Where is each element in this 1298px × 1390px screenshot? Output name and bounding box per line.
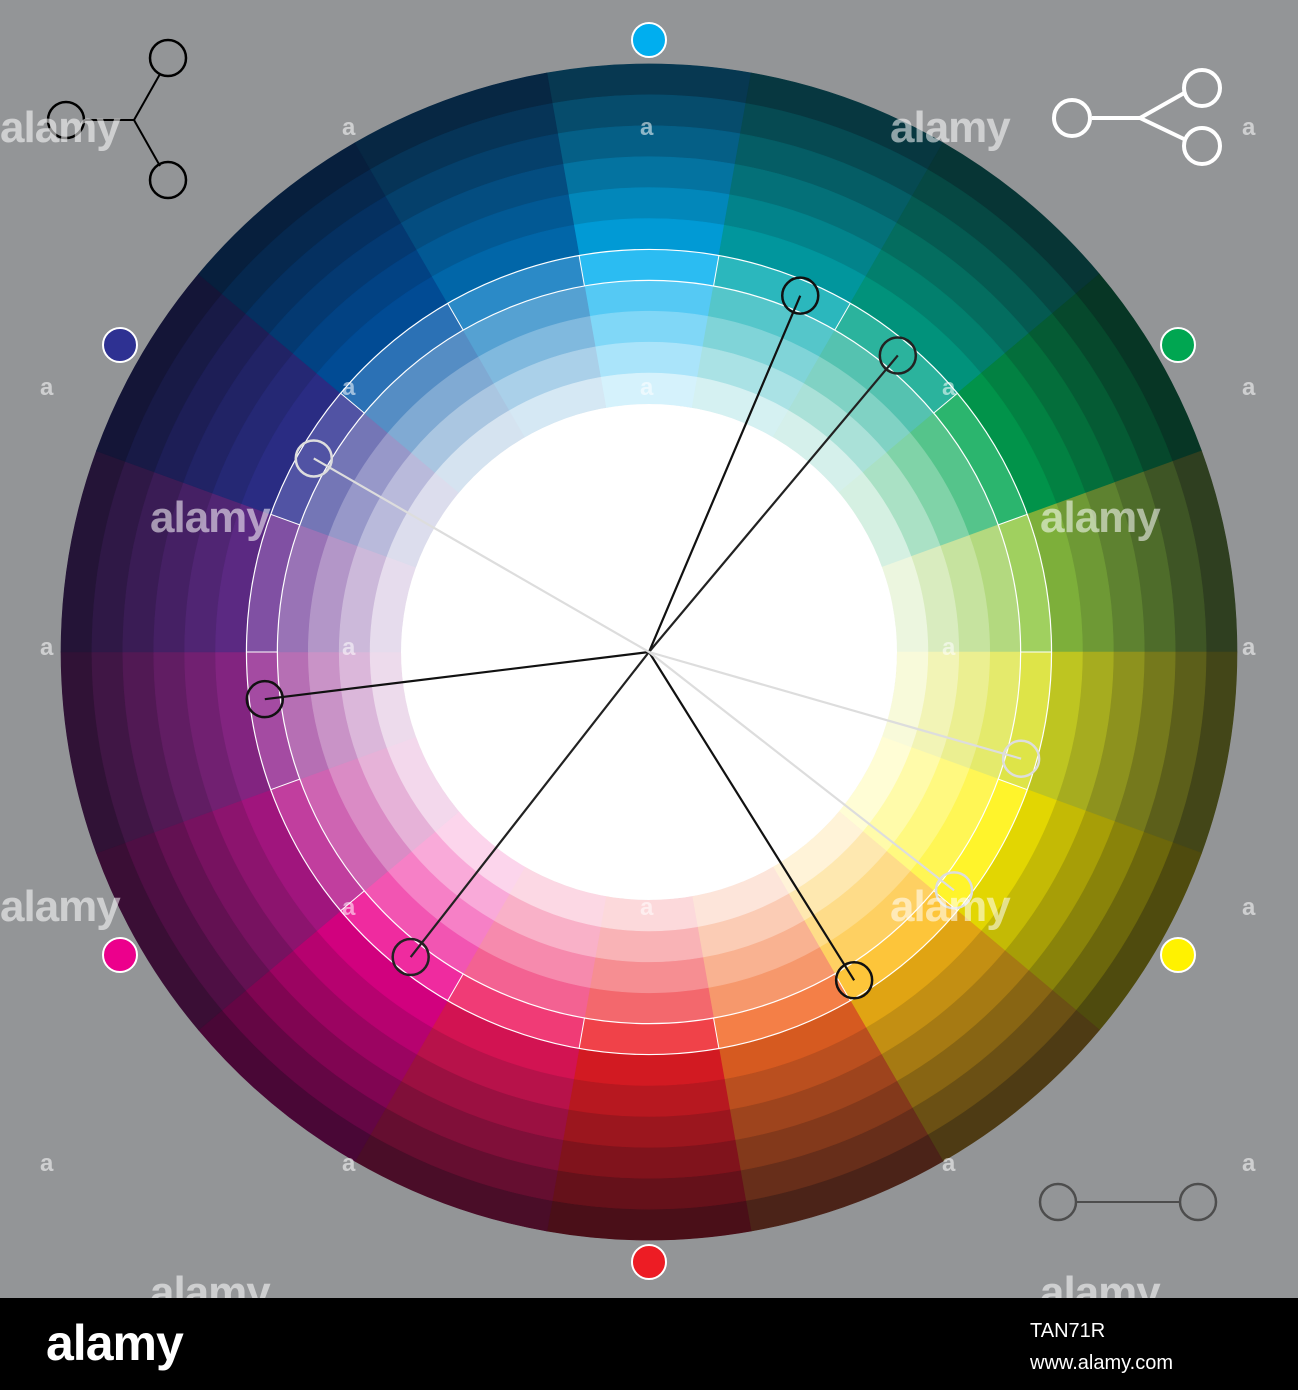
scheme-marker: [934, 871, 974, 910]
wheel-grid-lines: [245, 248, 1053, 1056]
yellow-dot: [1160, 937, 1196, 973]
scheme-icons: [46, 38, 1222, 1222]
scheme-line: [648, 651, 856, 981]
scheme-marker: [878, 336, 918, 375]
footer-logo: alamy: [46, 1315, 184, 1371]
guide-tick: [447, 303, 464, 331]
scheme-line: [264, 650, 650, 701]
scheme-line: [409, 651, 650, 958]
wheel-cell-red: [589, 956, 709, 994]
guide-tick: [270, 513, 300, 526]
primary-color-dots: [102, 22, 1196, 1280]
image-id: TAN71R: [1030, 1320, 1106, 1342]
red-dot: [631, 1244, 667, 1280]
guide-tick: [340, 890, 365, 912]
guide-tick: [270, 778, 300, 791]
guide-tick: [713, 255, 720, 287]
site-url: www.alamy.com: [1030, 1352, 1173, 1374]
scheme-connectors: [245, 276, 1041, 1000]
guide-tick: [834, 303, 851, 331]
scheme-line: [313, 457, 650, 653]
scheme-line: [648, 354, 899, 653]
guide-tick: [578, 1017, 585, 1049]
wheel-cell-red: [594, 926, 704, 963]
complementary-icon: [1038, 1182, 1218, 1222]
guide-tick: [713, 1017, 720, 1049]
wheel-cell-blue: [600, 372, 698, 409]
green-dot: [1160, 327, 1196, 363]
color-wheel-panel: alamy alamy alamy alamy alamy alamy alam…: [0, 0, 1298, 1298]
footer-bar: alamy TAN71R www.alamy.com: [0, 1298, 1298, 1390]
wheel-cell-red: [600, 895, 698, 932]
scheme-marker: [245, 679, 285, 719]
wheel-cell-blue: [589, 310, 709, 348]
magenta-dot: [102, 937, 138, 973]
scheme-line: [648, 650, 1022, 760]
scheme-marker: [294, 439, 334, 478]
color-wheel-diagram: [46, 22, 1238, 1280]
guide-tick: [998, 778, 1028, 791]
blue-dot: [102, 327, 138, 363]
color-wheel: [60, 63, 1238, 1241]
scheme-marker: [391, 937, 430, 977]
guide-tick: [998, 513, 1028, 526]
wheel-cell-blue: [594, 341, 704, 378]
scheme-marker: [1001, 739, 1041, 778]
guide-tick: [933, 392, 958, 414]
split-complementary-icon: [1052, 68, 1222, 166]
scheme-marker: [780, 276, 820, 315]
guide-tick: [578, 255, 585, 287]
triad-icon: [46, 38, 188, 200]
guide-tick: [447, 973, 464, 1001]
cyan-dot: [631, 22, 667, 58]
scheme-marker: [834, 961, 874, 1000]
scheme-line: [648, 651, 955, 892]
scheme-line: [647, 295, 802, 653]
guide-tick: [340, 392, 365, 414]
